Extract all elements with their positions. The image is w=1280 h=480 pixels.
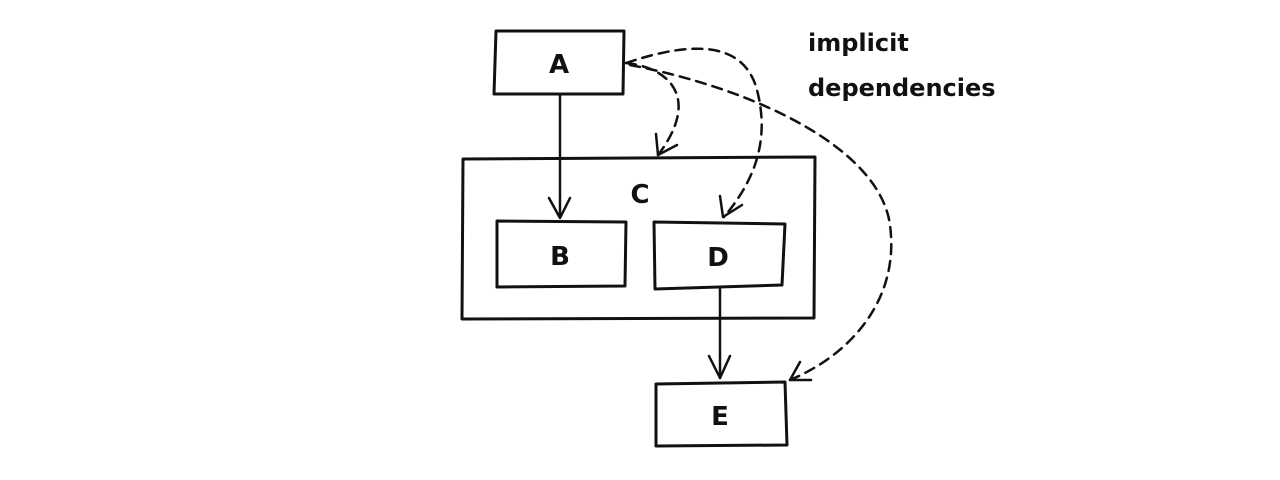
- node-d-label: D: [707, 243, 729, 273]
- edge-a-to-b: [547, 93, 572, 220]
- edge-d-to-e: [707, 287, 732, 380]
- node-e-box: [654, 380, 789, 448]
- edge-a-to-e-implicit: [628, 63, 893, 382]
- node-a-label: A: [549, 50, 569, 80]
- node-d-box: [652, 220, 787, 291]
- edge-a-to-c-implicit: [624, 61, 680, 157]
- node-b-label: B: [550, 242, 570, 272]
- node-a-box: [492, 29, 626, 96]
- implicit-dependencies-note-line2: dependencies: [808, 74, 996, 102]
- implicit-dependencies-note-line1: implicit: [808, 29, 909, 57]
- edge-a-to-d-implicit: [624, 47, 763, 219]
- node-b-box: [495, 219, 628, 289]
- node-e-label: E: [711, 402, 729, 432]
- node-c-label: C: [630, 180, 649, 210]
